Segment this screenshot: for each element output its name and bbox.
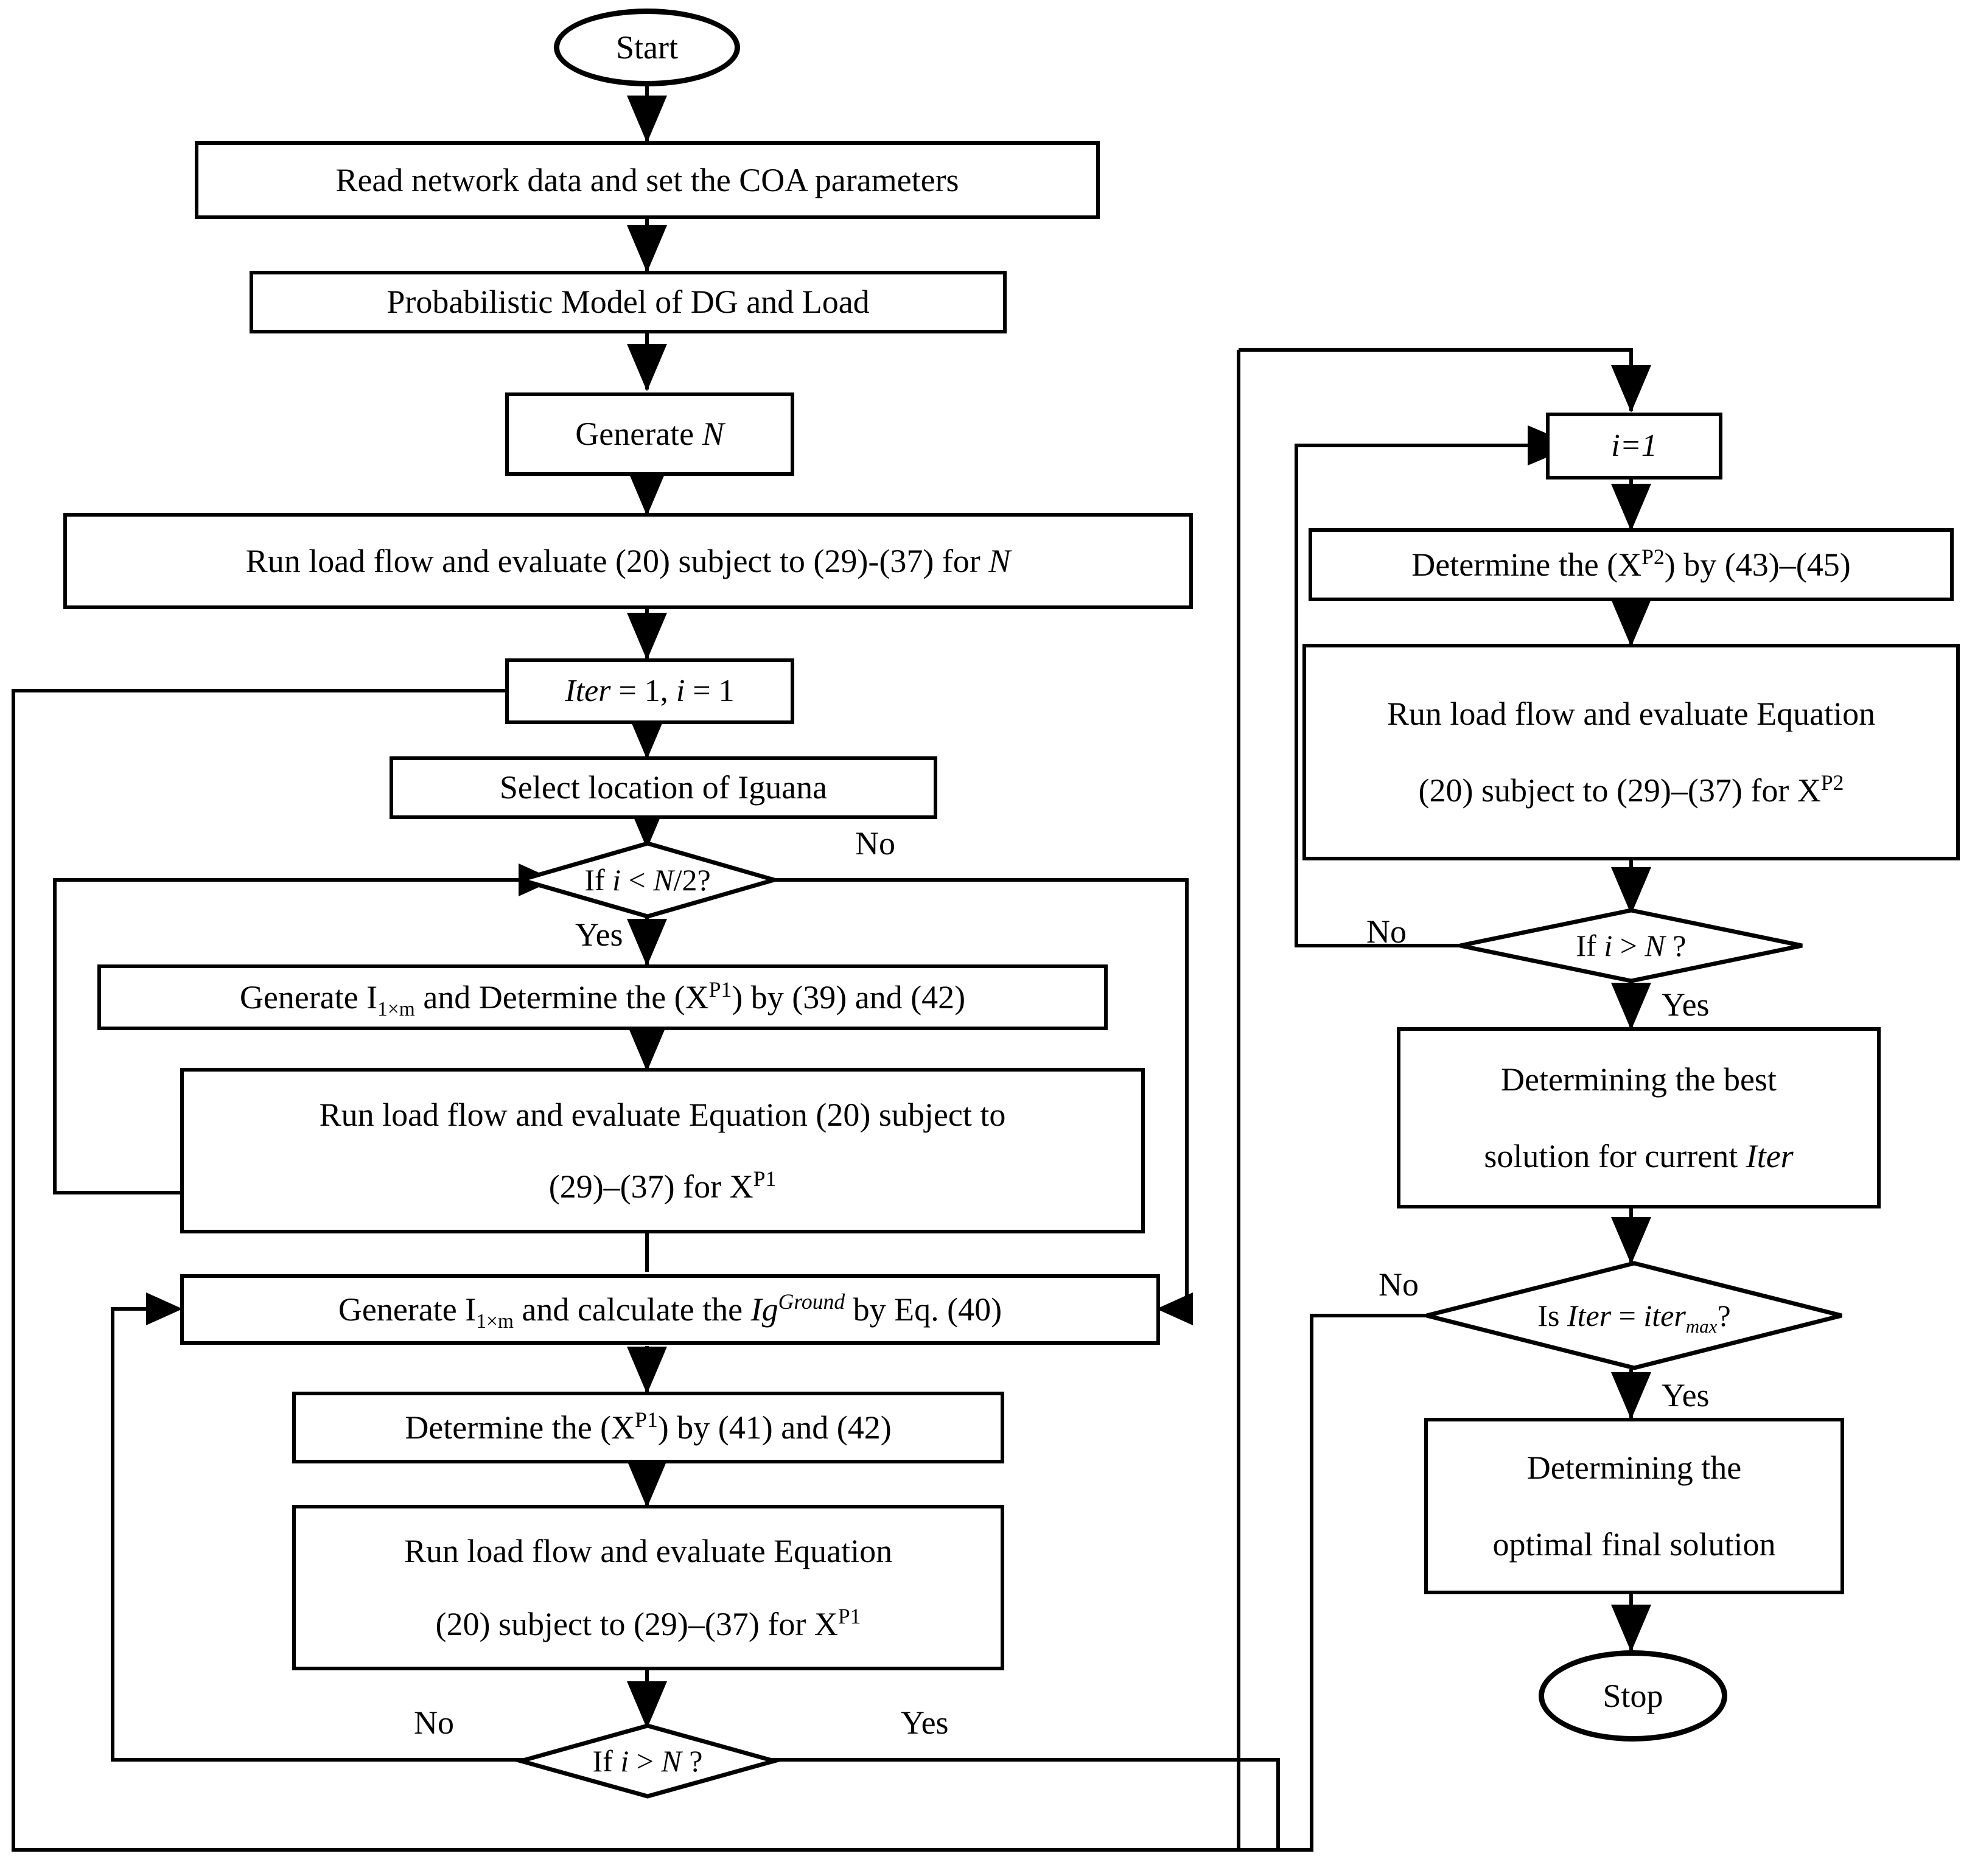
node-if-i-gt-n-right-text: If i > N ?: [1458, 908, 1805, 983]
node-read-network: Read network data and set the COA parame…: [195, 141, 1100, 219]
node-det-xp1-41-42-label: Determine the (XP1) by (41) and (42): [405, 1407, 892, 1446]
arrowhead-into-genig-right: [1156, 1292, 1193, 1325]
edge-label-yes-if-i-lt-n2: Yes: [575, 916, 623, 953]
node-run-lf-eq20-xp1-a-line1: Run load flow and evaluate Equation (20)…: [319, 1096, 1006, 1133]
node-prob-model-label: Probabilistic Model of DG and Load: [386, 284, 870, 321]
node-prob-model: Probabilistic Model of DG and Load: [250, 271, 1007, 333]
node-if-i-gt-n-right-label: If i > N ?: [1576, 929, 1687, 963]
edge-toploop-to-i1: [1239, 348, 1651, 413]
node-run-load-flow-n-label: Run load flow and evaluate (20) subject …: [245, 542, 1011, 579]
node-if-i-lt-n2-text: If i < N/2?: [519, 841, 777, 919]
node-gen-i-det-xp1-label: Generate I1×m and Determine the (XP1) by…: [239, 977, 966, 1020]
node-iter-init: Iter = 1, i = 1: [505, 658, 794, 724]
node-best-solution-line2: solution for current Iter: [1484, 1138, 1794, 1174]
node-iter-init-label: Iter = 1, i = 1: [565, 674, 735, 709]
edge-decisioniter-no-path: [1237, 350, 1489, 1852]
node-start: Start: [554, 9, 740, 86]
node-select-iguana: Select location of Iguana: [390, 756, 937, 819]
node-read-network-label: Read network data and set the COA parame…: [335, 161, 959, 198]
node-if-i-gt-n-right: [1459, 908, 1803, 983]
edge-label-no-if-i-gt-n-left: No: [414, 1704, 454, 1741]
node-gen-i-calc-ig-label: Generate I1×m and calculate the IgGround…: [338, 1289, 1002, 1333]
arrowhead-into-genig-left: [146, 1292, 183, 1325]
node-i-eq-1: i=1: [1546, 413, 1722, 479]
edge-label-no-if-i-gt-n-right: No: [1366, 913, 1407, 950]
node-det-xp1-41-42: Determine the (XP1) by (41) and (42): [292, 1392, 1004, 1463]
node-is-iter-max-label: Is Iter = itermax?: [1537, 1299, 1731, 1337]
node-if-i-gt-n-left: [512, 1723, 783, 1799]
node-det-xp2-43-45: Determine the (XP2) by (43)–(45): [1309, 528, 1954, 601]
edge-runlfa-feedback-to-decision1: [53, 878, 523, 1194]
node-start-label: Start: [616, 29, 678, 66]
node-run-lf-eq20-xp2-line1: Run load flow and evaluate Equation: [1386, 695, 1876, 732]
node-select-iguana-label: Select location of Iguana: [499, 769, 828, 806]
node-generate-n: Generate N: [505, 392, 794, 476]
node-gen-i-calc-ig: Generate I1×m and calculate the IgGround…: [180, 1274, 1160, 1345]
node-run-lf-eq20-xp1-b-line2: (20) subject to (29)–(37) for XP1: [435, 1604, 861, 1642]
node-stop-label: Stop: [1603, 1677, 1663, 1714]
edge-label-yes-is-iter-max: Yes: [1662, 1377, 1710, 1414]
node-if-i-lt-n2-label: If i < N/2?: [584, 863, 711, 897]
node-run-load-flow-n: Run load flow and evaluate (20) subject …: [63, 513, 1193, 609]
node-final-solution: Determining the optimal final solution: [1424, 1418, 1844, 1594]
node-is-iter-max-text: Is Iter = itermax?: [1424, 1261, 1844, 1370]
node-run-lf-eq20-xp1-a-line2: (29)–(37) for XP1: [548, 1166, 777, 1205]
edge-decision2-no-path: [111, 1307, 551, 1762]
node-best-solution: Determining the best solution for curren…: [1397, 1027, 1881, 1208]
node-generate-n-label: Generate N: [575, 416, 724, 453]
node-if-i-lt-n2: [513, 841, 782, 919]
node-if-i-gt-n-left-label: If i > N ?: [592, 1744, 703, 1778]
node-run-lf-eq20-xp1-b-line1: Run load flow and evaluate Equation: [404, 1532, 893, 1569]
node-if-i-gt-n-left-text: If i > N ?: [519, 1723, 777, 1799]
node-run-lf-eq20-xp2: Run load flow and evaluate Equation (20)…: [1302, 644, 1960, 860]
edge-label-yes-if-i-gt-n-right: Yes: [1662, 986, 1710, 1023]
node-det-xp2-43-45-label: Determine the (XP2) by (43)–(45): [1411, 544, 1851, 583]
edge-decision3-no-path: [1295, 425, 1575, 947]
node-gen-i-det-xp1: Generate I1×m and Determine the (XP1) by…: [97, 964, 1108, 1030]
edge-decision2-yes-path: [12, 689, 1280, 1852]
node-final-solution-line1: Determining the: [1526, 1449, 1742, 1486]
node-run-lf-eq20-xp2-line2: (20) subject to (29)–(37) for XP2: [1418, 770, 1844, 809]
node-final-solution-line2: optimal final solution: [1492, 1526, 1776, 1563]
edge-label-no-if-i-lt-n2: No: [855, 825, 895, 862]
edge-label-no-is-iter-max: No: [1379, 1266, 1419, 1303]
node-stop: Stop: [1539, 1650, 1727, 1742]
node-i-eq-1-label: i=1: [1611, 428, 1657, 464]
node-is-iter-max: [1426, 1261, 1842, 1370]
node-run-lf-eq20-xp1-a: Run load flow and evaluate Equation (20)…: [180, 1068, 1145, 1233]
node-best-solution-line1: Determining the best: [1501, 1061, 1777, 1098]
node-run-lf-eq20-xp1-b: Run load flow and evaluate Equation (20)…: [292, 1505, 1004, 1670]
edge-label-yes-if-i-gt-n-left: Yes: [901, 1704, 949, 1741]
